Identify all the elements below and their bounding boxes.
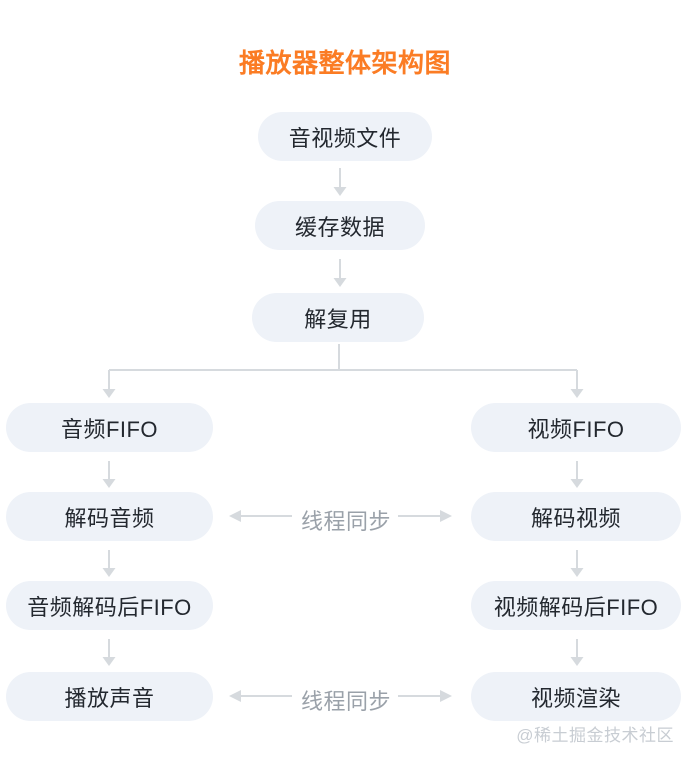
arrow-cache-to-demux — [333, 259, 347, 287]
arrow-audio-fifo-to-decode — [102, 461, 116, 488]
node-audio-decode: 解码音频 — [6, 492, 213, 541]
node-audio-decoded-fifo: 音频解码后FIFO — [6, 581, 213, 630]
node-av-file: 音视频文件 — [258, 112, 432, 161]
branch-demux-to-fifos — [102, 344, 584, 398]
arrow-audio-decode-to-postfifo — [102, 550, 116, 577]
sync-label-decode: 线程同步 — [300, 509, 391, 534]
sync-label-playback: 线程同步 — [300, 689, 391, 714]
arrow-file-to-cache — [333, 168, 347, 196]
node-video-render: 视频渲染 — [471, 672, 681, 721]
arrow-video-postfifo-to-render — [570, 639, 584, 666]
node-video-decoded-fifo: 视频解码后FIFO — [471, 581, 681, 630]
node-cache-data: 缓存数据 — [255, 201, 425, 250]
arrow-audio-postfifo-to-play — [102, 639, 116, 666]
diagram-title: 播放器整体架构图 — [238, 48, 451, 78]
node-audio-play: 播放声音 — [6, 672, 213, 721]
arrow-video-fifo-to-decode — [570, 461, 584, 488]
watermark: @稀土掘金技术社区 — [516, 726, 674, 745]
node-demux: 解复用 — [252, 293, 424, 342]
node-video-decode: 解码视频 — [471, 492, 681, 541]
arrow-video-decode-to-postfifo — [570, 550, 584, 577]
sync-arrows-playback — [229, 690, 452, 702]
node-video-fifo: 视频FIFO — [471, 403, 681, 452]
sync-arrows-decode — [229, 510, 452, 522]
node-audio-fifo: 音频FIFO — [6, 403, 213, 452]
